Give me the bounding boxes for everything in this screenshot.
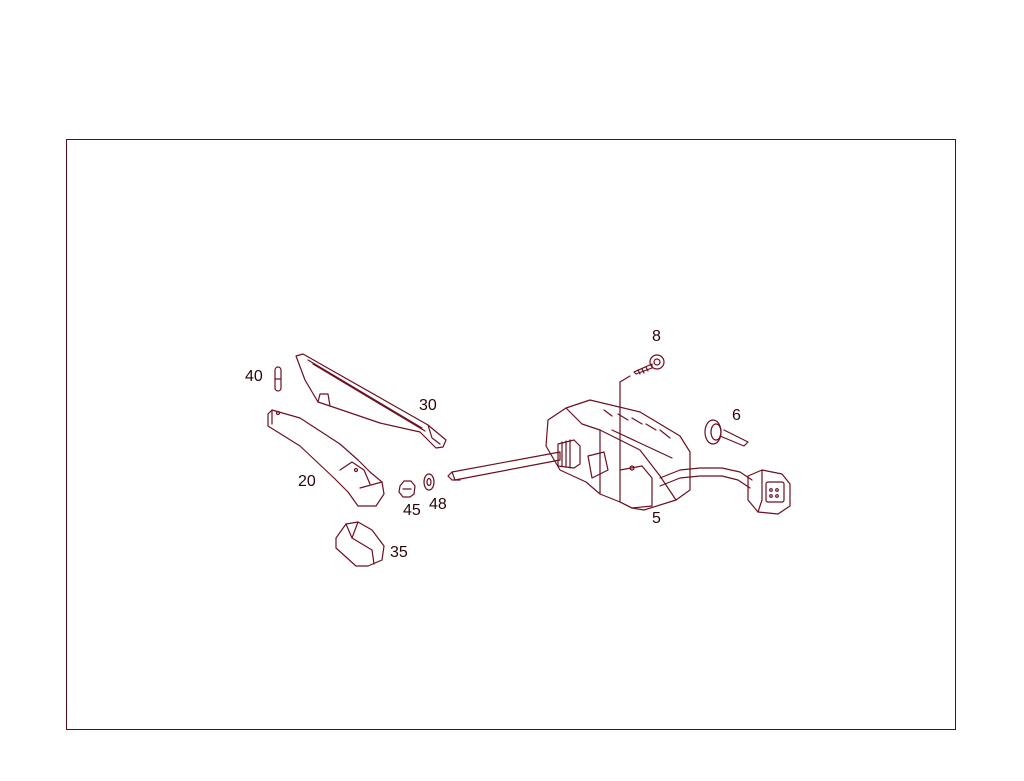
wiper-arm-part-20[interactable] [267,409,385,507]
actuator-motor-part-5[interactable] [447,375,753,511]
wiper-blade-part-30[interactable] [295,353,447,449]
nut-part-45[interactable] [398,480,416,498]
connector-clip-part-6[interactable] [704,419,749,447]
label-part-40: 40 [245,368,263,385]
label-part-6: 6 [732,407,741,424]
diagram-frame [66,139,956,730]
screw-part-8[interactable] [633,354,665,375]
label-part-5: 5 [652,510,661,527]
label-part-20: 20 [298,473,316,490]
label-part-45: 45 [403,502,421,519]
label-part-35: 35 [390,544,408,561]
connector-plug[interactable] [747,469,791,515]
label-part-8: 8 [652,328,661,345]
label-part-30: 30 [419,397,437,414]
pin-part-40[interactable] [274,366,282,392]
label-part-48: 48 [429,496,447,513]
arm-cap-part-35[interactable] [335,521,385,567]
washer-part-48[interactable] [423,473,435,491]
